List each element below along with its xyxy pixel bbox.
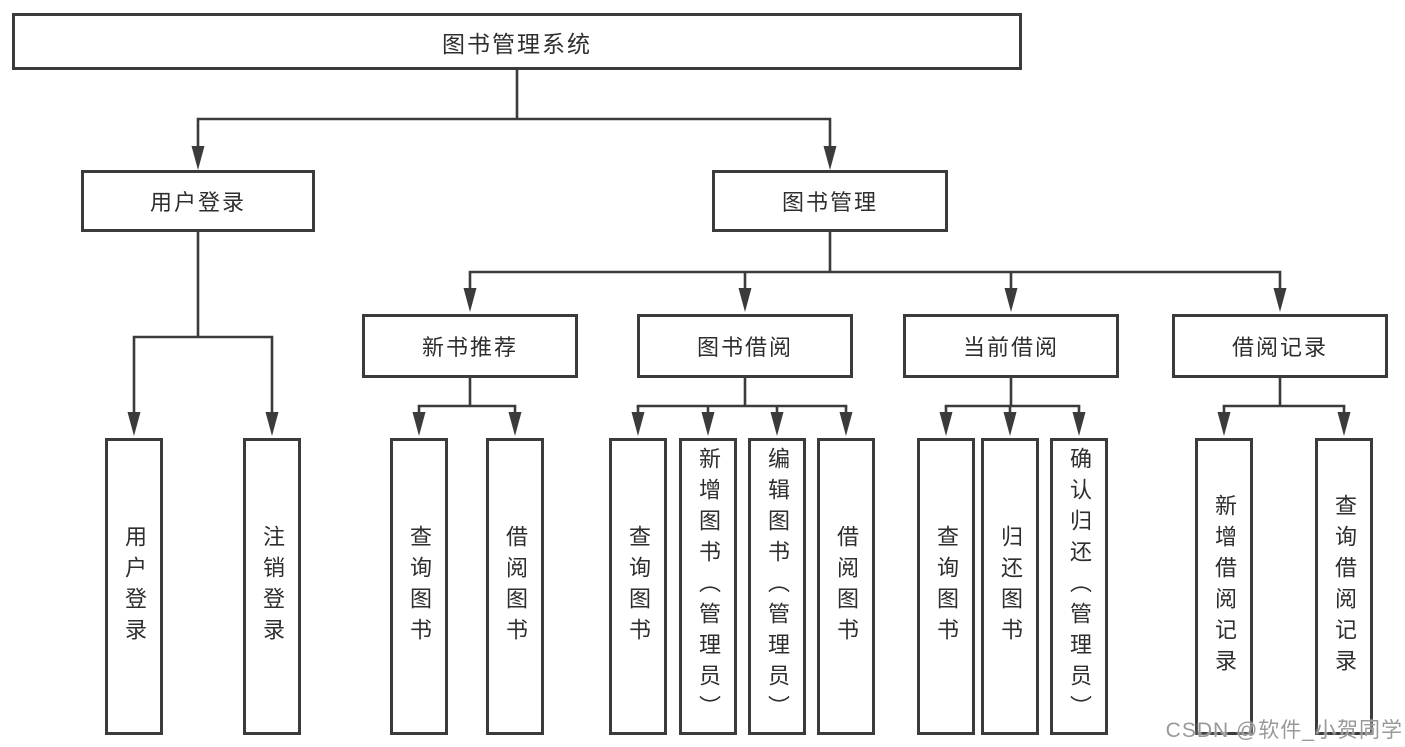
leaf-query-borrow-record-label: 查询借阅记录 xyxy=(1332,493,1357,680)
connector-level3-stems xyxy=(468,378,1282,406)
leaf-add-books-admin: 新增图书（管理员） xyxy=(679,438,737,735)
leaf-add-borrow-record: 新增借阅记录 xyxy=(1195,438,1253,735)
leaf-logout-label: 注销登录 xyxy=(260,524,285,649)
leaf-current-query-books: 查询图书 xyxy=(917,438,975,735)
leaf-recommend-query-books-label: 查询图书 xyxy=(407,524,432,649)
leaf-user-login: 用户登录 xyxy=(105,438,163,735)
leaf-recommend-borrow-books: 借阅图书 xyxy=(486,438,544,735)
node-borrowing-records: 借阅记录 xyxy=(1172,314,1388,378)
leaf-borrow-books: 借阅图书 xyxy=(817,438,875,735)
node-new-book-recommend-label: 新书推荐 xyxy=(421,335,518,360)
leaf-confirm-return-admin: 确认归还（管理员） xyxy=(1050,438,1108,735)
leaf-return-books: 归还图书 xyxy=(981,438,1039,735)
node-book-management-label: 图书管理 xyxy=(781,190,878,215)
leaf-current-query-books-label: 查询图书 xyxy=(934,524,959,649)
node-library-management-system: 图书管理系统 xyxy=(12,13,1022,70)
leaf-add-books-admin-label: 新增图书（管理员） xyxy=(696,447,721,726)
node-current-borrowing: 当前借阅 xyxy=(903,314,1119,378)
connector-userlogin-to-leaves xyxy=(132,232,274,416)
node-borrowing-records-label: 借阅记录 xyxy=(1231,335,1328,360)
connector-bookmgmt-to-level3 xyxy=(468,232,1282,292)
node-user-login-group-label: 用户登录 xyxy=(149,190,246,215)
leaf-user-login-label: 用户登录 xyxy=(122,524,147,649)
node-book-management: 图书管理 xyxy=(712,170,948,232)
node-book-borrowing: 图书借阅 xyxy=(637,314,853,378)
leaf-borrowing-query-books: 查询图书 xyxy=(609,438,667,735)
leaf-borrowing-query-books-label: 查询图书 xyxy=(626,524,651,649)
node-book-borrowing-label: 图书借阅 xyxy=(696,335,793,360)
leaf-recommend-borrow-books-label: 借阅图书 xyxy=(503,524,528,649)
connector-root-to-level2 xyxy=(196,70,832,150)
leaf-borrow-books-label: 借阅图书 xyxy=(834,524,859,649)
node-library-management-system-label: 图书管理系统 xyxy=(442,30,592,57)
node-user-login-group: 用户登录 xyxy=(81,170,315,232)
leaf-edit-books-admin-label: 编辑图书（管理员） xyxy=(765,447,790,726)
node-current-borrowing-label: 当前借阅 xyxy=(962,335,1059,360)
leaf-query-borrow-record: 查询借阅记录 xyxy=(1315,438,1373,735)
leaf-add-borrow-record-label: 新增借阅记录 xyxy=(1212,493,1237,680)
node-new-book-recommend: 新书推荐 xyxy=(362,314,578,378)
leaf-logout: 注销登录 xyxy=(243,438,301,735)
csdn-watermark: CSDN @软件_小贺同学 xyxy=(1165,719,1403,742)
leaf-return-books-label: 归还图书 xyxy=(998,524,1023,649)
leaf-recommend-query-books: 查询图书 xyxy=(390,438,448,735)
leaf-confirm-return-admin-label: 确认归还（管理员） xyxy=(1067,447,1092,726)
leaf-edit-books-admin: 编辑图书（管理员） xyxy=(748,438,806,735)
connector-leaf-drops xyxy=(417,406,1346,416)
